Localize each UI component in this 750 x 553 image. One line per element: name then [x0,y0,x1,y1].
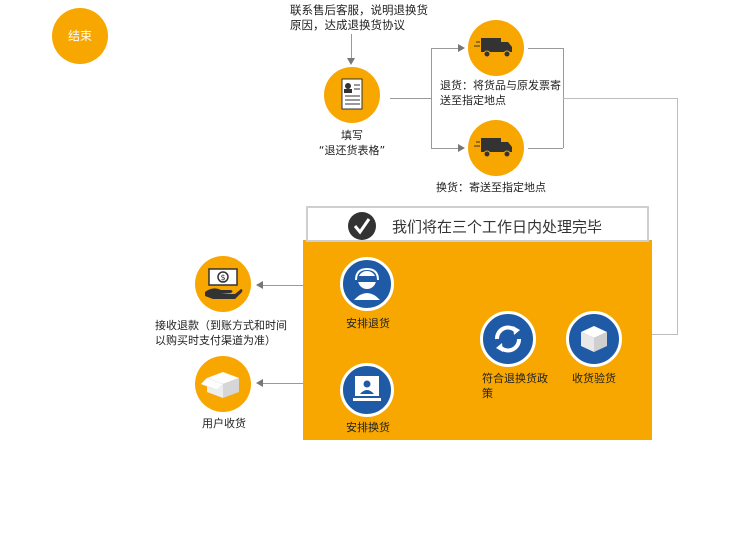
fill-form-label-1: 填写 [341,129,363,142]
connector-contact-form [351,34,352,60]
open-box-icon [200,372,239,398]
box-icon [581,326,607,352]
policy-node [480,311,536,367]
connector-return-right [528,48,563,49]
checkmark-icon [348,212,376,240]
connector-exchange-left [262,383,303,384]
arrow-left-icon [256,281,263,289]
processing-banner: 我们将在三个工作日内处理完毕 [306,206,649,242]
exchange-node [468,120,524,176]
fill-form-node [324,67,380,123]
truck-icon [474,138,512,158]
contact-text: 联系售后客服，说明退换货原因，达成退换货协议 [290,3,428,32]
refresh-icon [495,325,521,353]
arrange-refund-node [340,257,394,311]
fill-form-label-2: “退还货表格” [318,144,386,157]
end-node: 结束 [52,8,108,64]
user-receive-node [195,356,251,412]
connector-outer-vertical [677,98,678,334]
receive-refund-text: 接收退款（到账方式和时间以购买时支付渠道为准） [155,319,287,347]
end-label: 结束 [67,29,92,43]
connector-outer-to-inspect [652,334,678,335]
connector-branch-bottom [431,148,461,149]
arrow-right-icon [458,144,465,152]
exchange-text: 换货：寄送至指定地点 [436,181,546,194]
connector-merge-out [563,98,677,99]
arrow-down-icon [347,58,355,65]
arrow-right-icon [458,44,465,52]
arrange-refund-label: 安排退货 [346,317,390,330]
return-text: 退货：将货品与原发票寄送至指定地点 [440,79,561,107]
connector-refund-left [262,285,303,286]
money-hand-icon: $ [205,268,243,299]
connector-branch-vertical [431,48,432,148]
inspect-node [566,311,622,367]
arrange-exchange-node [340,363,394,417]
arrange-exchange-label: 安排换货 [346,421,390,434]
arrow-left-icon [256,379,263,387]
headset-user-icon [354,267,380,300]
truck-icon [474,38,512,58]
monitor-user-icon [353,376,381,401]
return-node [468,20,524,76]
document-icon [341,78,363,110]
connector-form-branch [390,98,432,99]
connector-branch-top [431,48,461,49]
policy-label: 符合退换货政策 [482,372,548,400]
svg-text:$: $ [220,273,225,282]
user-receive-label: 用户收货 [202,417,246,430]
inspect-label: 收货验货 [572,372,616,385]
connector-exchange-right [528,148,563,149]
receive-refund-node: $ [195,256,251,312]
banner-text: 我们将在三个工作日内处理完毕 [392,218,603,236]
